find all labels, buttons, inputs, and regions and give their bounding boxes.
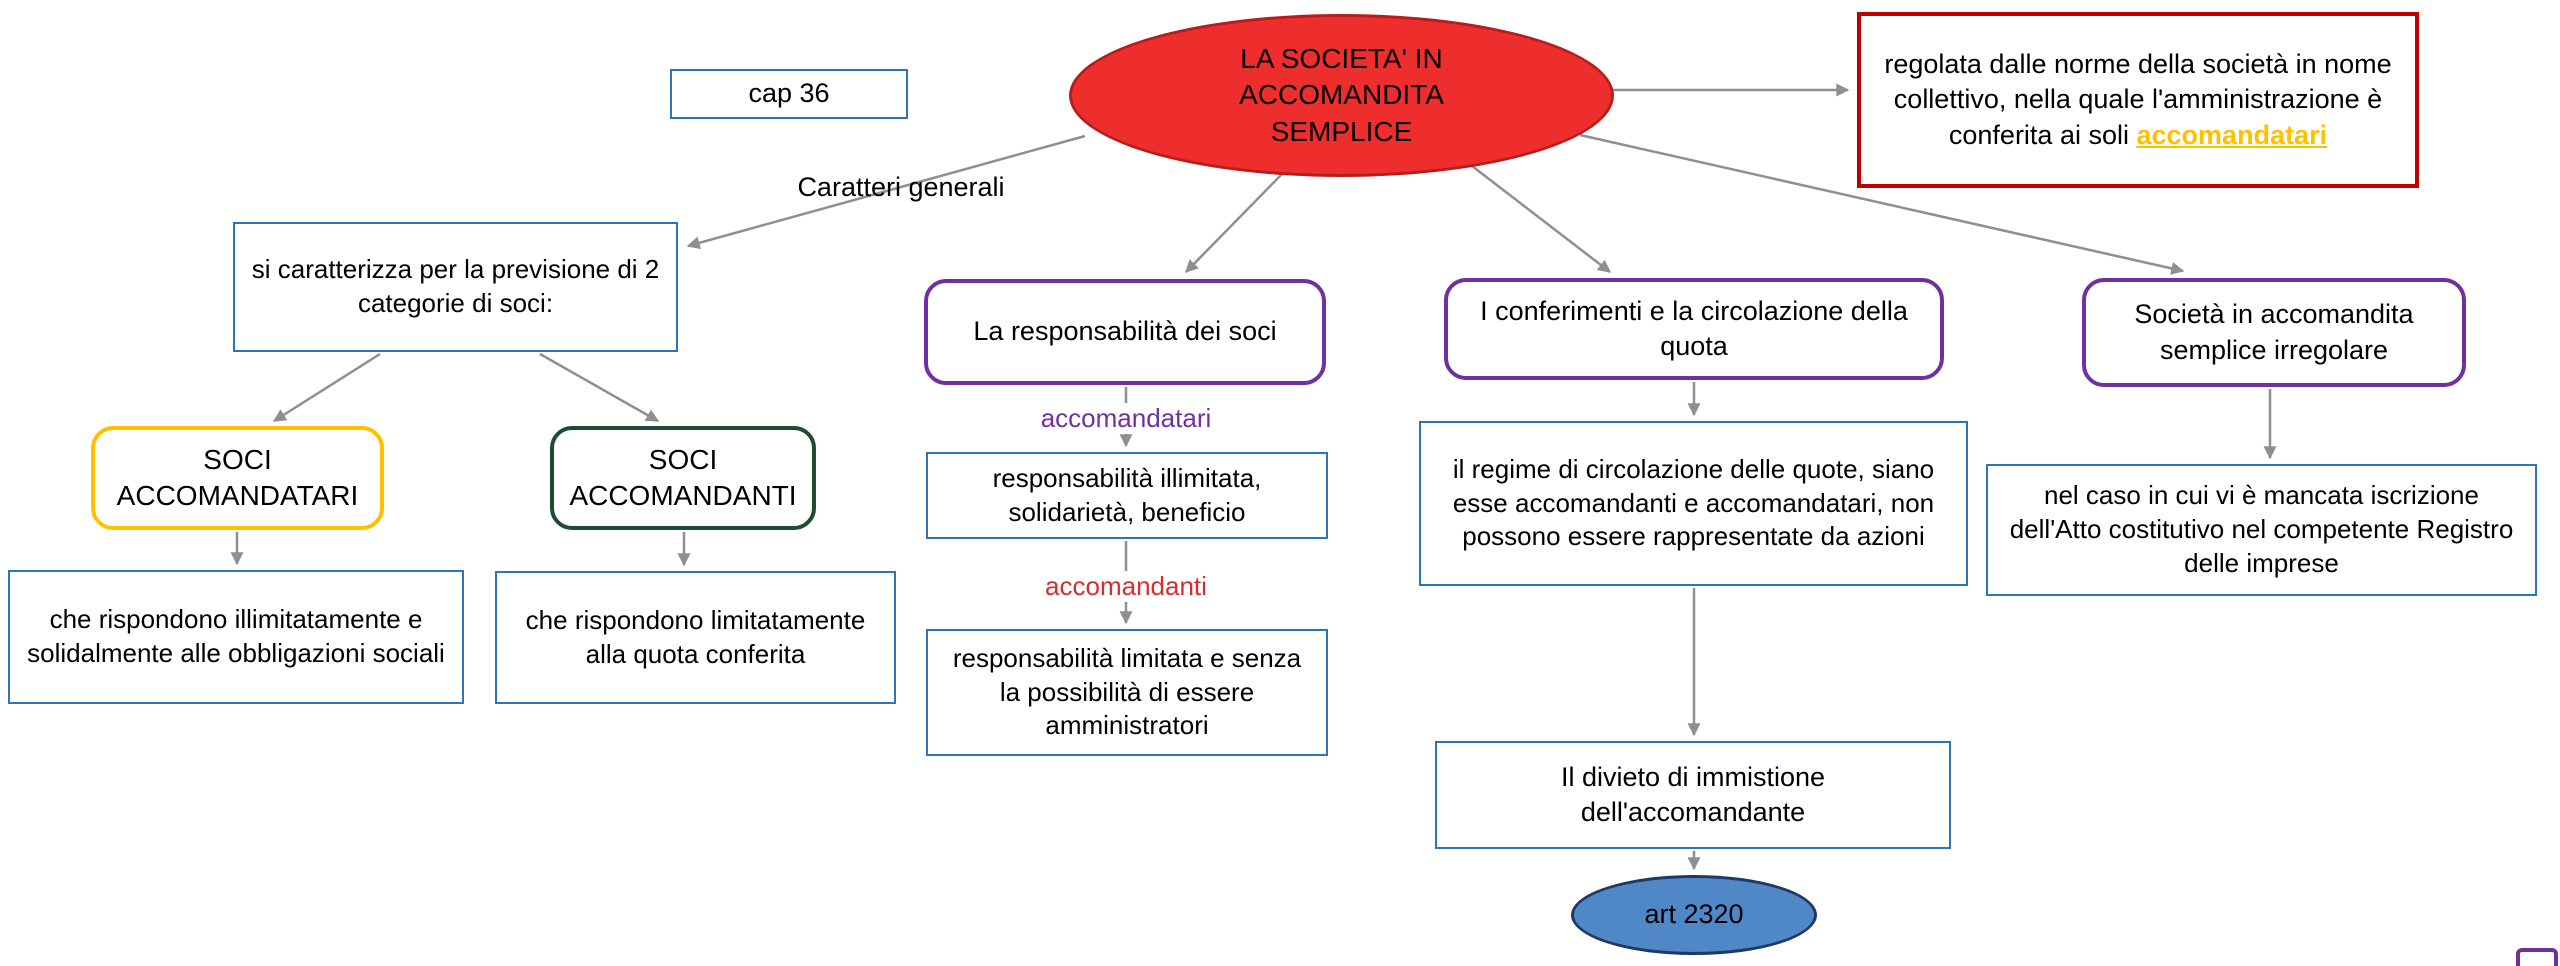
- label-accomandatari: accomandatari: [1030, 403, 1222, 434]
- node-art-2320[interactable]: art 2320: [1571, 875, 1817, 955]
- node-divieto-immistione[interactable]: Il divieto di immistione dell'accomandan…: [1435, 741, 1951, 849]
- node-accomandatari-desc[interactable]: che rispondono illimitatamente e solidal…: [8, 570, 464, 704]
- cutoff-shape-fragment: [2516, 948, 2558, 966]
- node-regime-quote[interactable]: il regime di circolazione delle quote, s…: [1419, 421, 1968, 586]
- accomandanti-desc-label: che rispondono limitatamente alla quota …: [525, 604, 866, 669]
- arrow-root-categorie: [686, 134, 1086, 250]
- norme-highlight-accomandatari: accomandatari: [2136, 119, 2328, 150]
- regime-quote-label: il regime di circolazione delle quote, s…: [1452, 453, 1935, 552]
- node-cap-36[interactable]: cap 36: [670, 69, 908, 119]
- root-label: LA SOCIETA' IN ACCOMANDITA SEMPLICE: [1239, 42, 1444, 147]
- node-norme-collettivo[interactable]: regolata dalle norme della società in no…: [1857, 12, 2419, 188]
- divieto-label: Il divieto di immistione dell'accomandan…: [1560, 761, 1826, 827]
- node-mancata-iscrizione[interactable]: nel caso in cui vi è mancata iscrizione …: [1986, 464, 2537, 596]
- node-categorie-soci[interactable]: si caratterizza per la previsione di 2 c…: [233, 222, 678, 352]
- cap-36-label: cap 36: [748, 78, 830, 109]
- node-societa-irregolare[interactable]: Società in accomandita semplice irregola…: [2082, 278, 2466, 387]
- responsabilita-limitata-label: responsabilità limitata e senza la possi…: [952, 642, 1302, 741]
- responsabilita-illimitata-label: responsabilità illimitata, solidarietà, …: [992, 462, 1262, 527]
- accomandatari-desc-label: che rispondono illimitatamente e solidal…: [27, 604, 445, 668]
- soci-accomandatari-label: SOCI ACCOMANDATARI: [116, 443, 359, 511]
- label-caratteri-generali: Caratteri generali: [797, 172, 1005, 202]
- responsabilita-label: La responsabilità dei soci: [973, 316, 1277, 347]
- node-responsabilita-limitata[interactable]: responsabilità limitata e senza la possi…: [926, 629, 1328, 756]
- conferimenti-label: I conferimenti e la circolazione della q…: [1480, 295, 1908, 361]
- arrow-root-irregolare: [1579, 133, 2185, 275]
- arrow-root-responsabilita: [1185, 173, 1283, 273]
- node-responsabilita-illimitata[interactable]: responsabilità illimitata, solidarietà, …: [926, 452, 1328, 539]
- arrow-categorie-accomandanti: [539, 352, 660, 423]
- societa-irregolare-label: Società in accomandita semplice irregola…: [2134, 299, 2414, 365]
- label-accomandanti: accomandanti: [1037, 571, 1215, 602]
- node-root-societa-accomandita[interactable]: LA SOCIETA' IN ACCOMANDITA SEMPLICE: [1069, 14, 1614, 177]
- mancata-iscrizione-label: nel caso in cui vi è mancata iscrizione …: [2009, 480, 2514, 578]
- node-soci-accomandanti[interactable]: SOCI ACCOMANDANTI: [550, 426, 816, 530]
- soci-accomandanti-label: SOCI ACCOMANDANTI: [569, 443, 797, 511]
- node-accomandanti-desc[interactable]: che rispondono limitatamente alla quota …: [495, 571, 896, 704]
- art-2320-label: art 2320: [1644, 899, 1744, 930]
- node-conferimenti-circolazione[interactable]: I conferimenti e la circolazione della q…: [1444, 278, 1944, 380]
- node-soci-accomandatari[interactable]: SOCI ACCOMANDATARI: [91, 426, 384, 530]
- arrow-root-conferimenti: [1471, 165, 1612, 273]
- node-responsabilita-soci[interactable]: La responsabilità dei soci: [924, 279, 1326, 385]
- arrow-categorie-accomandatari: [272, 352, 381, 423]
- categorie-label: si caratterizza per la previsione di 2 c…: [251, 254, 660, 318]
- norme-label: regolata dalle norme della società in no…: [1884, 49, 2392, 150]
